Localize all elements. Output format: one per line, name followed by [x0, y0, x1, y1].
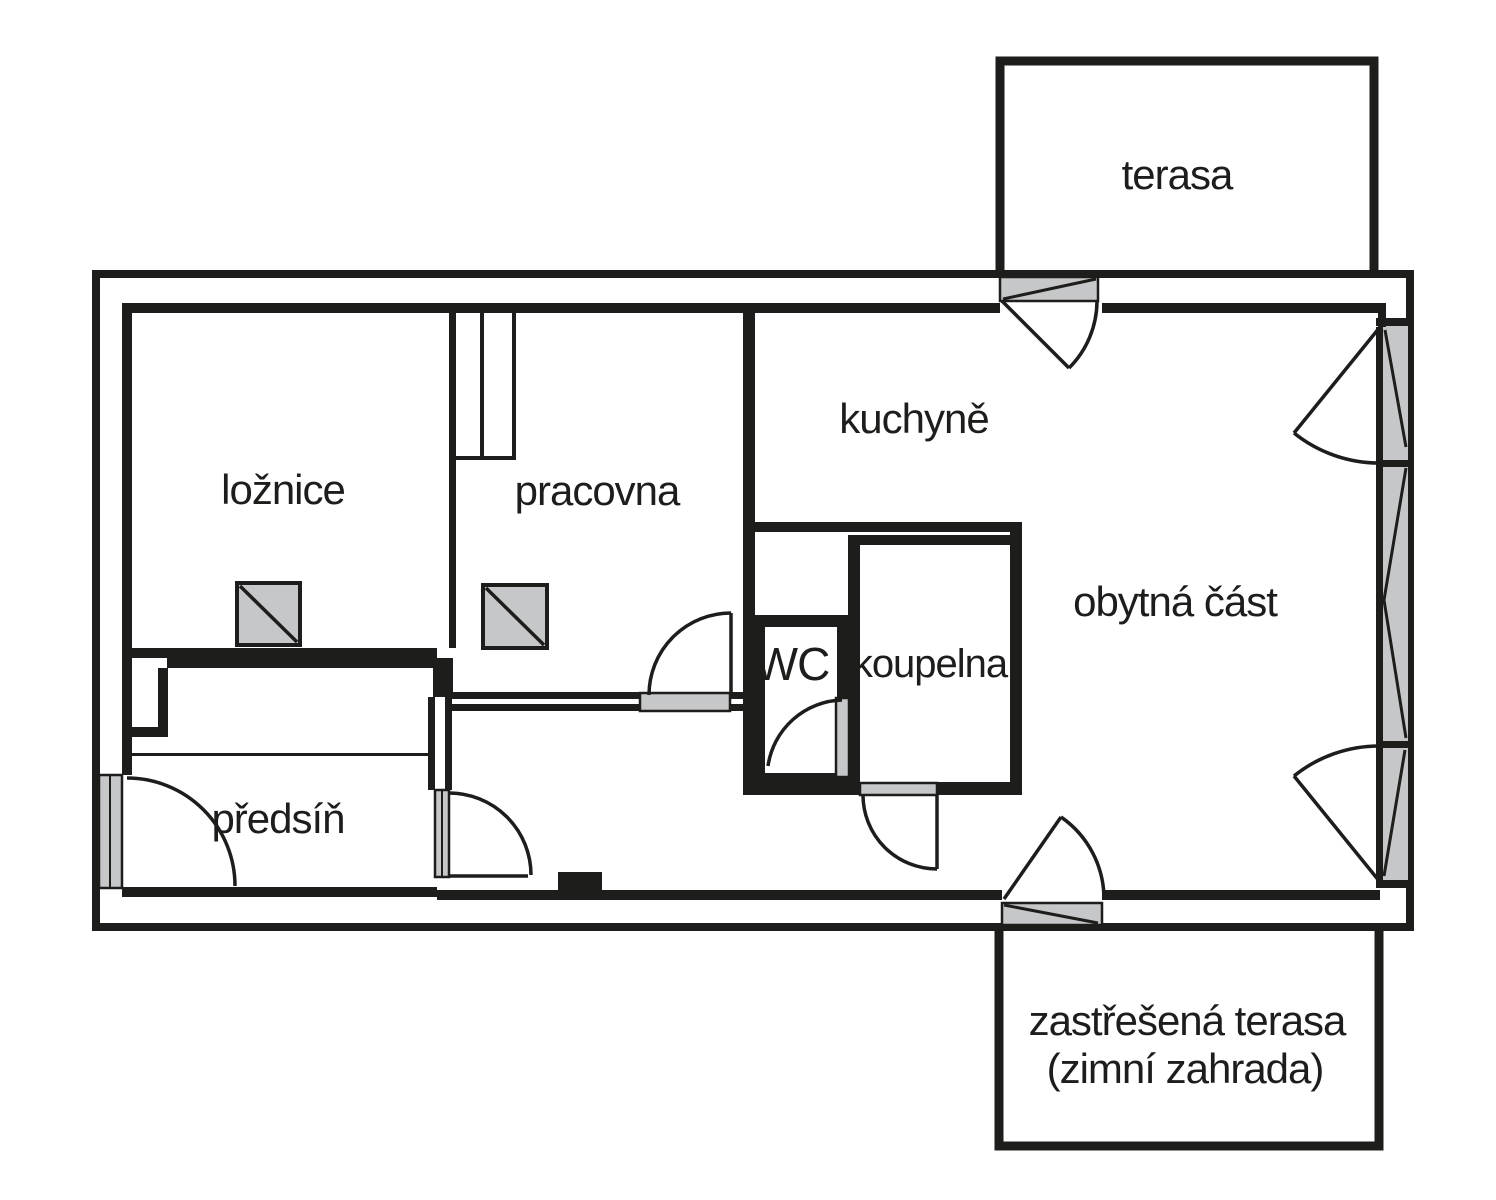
wardrobe-step-wall — [158, 668, 168, 730]
window-inner-line — [1376, 327, 1383, 882]
hallway-bottom-wall — [122, 887, 437, 897]
hallway-right-wall — [428, 697, 435, 790]
wardrobe-front-line — [127, 753, 433, 756]
window-cap-bottom — [1376, 880, 1408, 888]
covered-terrace-label-line2: (zimní zahrada) — [1046, 1045, 1325, 1092]
window-glass-diagonal — [1382, 467, 1408, 739]
hallway-door — [433, 788, 533, 879]
hallway-label: předsíň — [211, 795, 345, 842]
terrace-label: terasa — [1121, 151, 1234, 198]
top-wall-left — [122, 303, 1000, 313]
window-cap-top — [1376, 318, 1408, 326]
bathroom-top-wall — [848, 535, 1010, 545]
bottom-wall — [437, 890, 1002, 900]
window-divider — [1376, 741, 1408, 748]
entry-door — [97, 773, 237, 890]
study-bottom-wall — [730, 692, 743, 699]
bedroom-label: ložnice — [221, 466, 346, 513]
wc-top-wall — [753, 615, 849, 627]
kitchen-label: kuchyně — [839, 395, 989, 442]
wc-left-wall — [753, 615, 765, 785]
window-band — [1376, 313, 1408, 888]
wc-bottom-wall — [753, 773, 849, 785]
study-bottom-wall — [448, 692, 640, 699]
study-label: pracovna — [514, 467, 681, 514]
wc-label: WC — [754, 638, 831, 690]
wardrobe-top-wall — [167, 658, 453, 668]
closet-bottom — [453, 456, 516, 460]
window-divider — [1376, 460, 1408, 467]
hall-top-wall — [448, 704, 640, 711]
bedroom-shaft-symbol — [235, 581, 302, 647]
top-wall-right — [1102, 303, 1386, 313]
hall-wc-wall — [743, 783, 860, 795]
window-glass-diagonal — [1382, 749, 1407, 877]
outer-boundary — [92, 270, 1414, 931]
window-glass-diagonal — [1383, 329, 1408, 448]
bottom-wall-notch — [558, 872, 602, 900]
kitchen-left-wall — [743, 313, 755, 783]
walls — [122, 303, 1386, 900]
window-wall-stub — [1378, 313, 1386, 327]
closet-divider — [480, 313, 484, 459]
hallway-right-wall — [445, 697, 452, 790]
wardrobe-step-wall — [122, 727, 168, 737]
bathroom-label: koupelna — [852, 642, 1008, 686]
french-door-bottom — [1292, 744, 1382, 884]
bathroom-bottom-wall — [937, 782, 1022, 795]
left-wall — [122, 303, 132, 775]
hall-top-wall — [730, 704, 743, 711]
bathroom-right-wall — [1010, 522, 1022, 795]
bathroom-left-wall — [848, 535, 860, 782]
study-shaft-symbol — [481, 583, 549, 650]
study-door — [638, 611, 733, 713]
terrace-top-door — [998, 275, 1100, 370]
wc-right-wall — [837, 627, 849, 698]
closet-outline — [512, 313, 516, 460]
living-area-label: obytná část — [1073, 578, 1278, 625]
kitchen-bottom-wall — [748, 522, 1022, 532]
bottom-wall — [1102, 890, 1380, 900]
wc-door — [766, 696, 851, 779]
covered-terrace-label-line1: zastřešená terasa — [1028, 997, 1347, 1044]
terrace-top-outline — [995, 56, 1379, 278]
bathroom-door — [858, 781, 939, 871]
terrace-bottom-door — [1000, 815, 1106, 927]
study-corner-wall — [433, 658, 453, 697]
bedroom-bottom-wall — [122, 648, 437, 658]
terrace-bottom-outline — [994, 925, 1384, 1151]
bedroom-study-partition — [449, 313, 456, 648]
bathroom-bottom-wall — [848, 782, 860, 795]
french-door-top — [1292, 325, 1382, 465]
